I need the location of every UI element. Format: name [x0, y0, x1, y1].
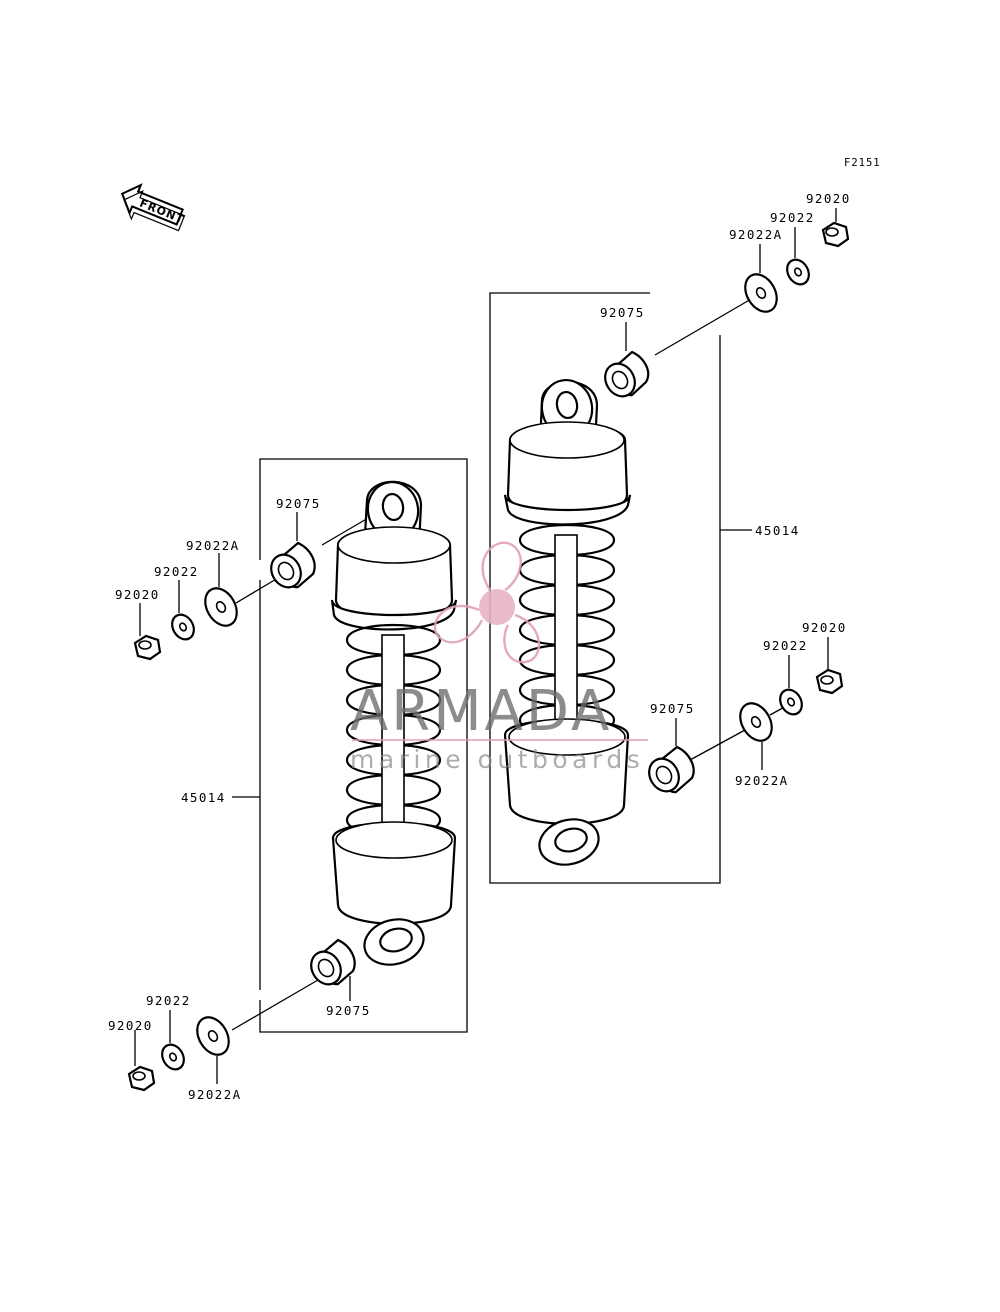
- front-arrow-icon: FRONT: [120, 183, 186, 232]
- left-bottom-nut: [127, 1065, 156, 1092]
- right-assembly-bracket: [489, 292, 721, 884]
- right-top-nut: [821, 221, 850, 248]
- left-bottom-washer: [196, 1016, 230, 1056]
- left-nut-top-label: 92020: [115, 587, 160, 602]
- left-bottom-lockwasher: [161, 1043, 185, 1071]
- left-bushing-bottom-label: 92075: [326, 1003, 371, 1018]
- right-top-bushing: [604, 350, 650, 398]
- propeller-logo-icon: [433, 541, 540, 664]
- left-lockwasher-top-label: 92022: [154, 564, 199, 579]
- left-top-nut: [133, 634, 162, 661]
- right-bottom-nut: [815, 668, 844, 695]
- left-lockwasher-bottom-label: 92022: [146, 993, 191, 1008]
- left-shock-assembly: 45014 92075 92022A 92022 92020: [108, 458, 468, 1102]
- left-assembly-bracket-right: [259, 458, 468, 1033]
- right-bottom-lockwasher: [779, 688, 803, 716]
- right-shock-absorber: [503, 378, 632, 866]
- left-bushing-top-label: 92075: [276, 496, 321, 511]
- right-lockwasher-top-label: 92022: [770, 210, 815, 225]
- left-washer-top-label: 92022A: [186, 538, 240, 553]
- watermark-tagline: marine outboards: [350, 745, 644, 774]
- left-assembly-bracket-top: [259, 458, 320, 560]
- right-shock-assembly: 45014 92020 92022 92022A 92075: [489, 191, 851, 884]
- right-nut-top-label: 92020: [806, 191, 851, 206]
- watermark-brand: ARMADA: [350, 679, 612, 744]
- watermark: ARMADA marine outboards: [350, 541, 648, 774]
- left-nut-bottom-label: 92020: [108, 1018, 153, 1033]
- right-top-washer: [744, 273, 778, 313]
- left-washer-bottom-label: 92022A: [188, 1087, 242, 1102]
- right-washer-bottom-label: 92022A: [735, 773, 789, 788]
- right-bottom-bushing: [648, 745, 695, 794]
- right-top-lockwasher: [786, 258, 810, 286]
- right-bushing-bottom-label: 92075: [650, 701, 695, 716]
- right-nut-bottom-label: 92020: [802, 620, 847, 635]
- left-bottom-bushing: [310, 938, 356, 986]
- right-bottom-washer: [739, 702, 773, 742]
- left-top-lockwasher: [171, 613, 195, 641]
- left-shock-label: 45014: [181, 790, 226, 805]
- right-lockwasher-bottom-label: 92022: [763, 638, 808, 653]
- right-shock-label: 45014: [755, 523, 800, 538]
- left-top-washer: [204, 587, 238, 627]
- right-washer-top-label: 92022A: [729, 227, 783, 242]
- figure-code: F2151: [844, 157, 881, 169]
- right-bushing-top-label: 92075: [600, 305, 645, 320]
- left-top-bushing: [270, 541, 316, 589]
